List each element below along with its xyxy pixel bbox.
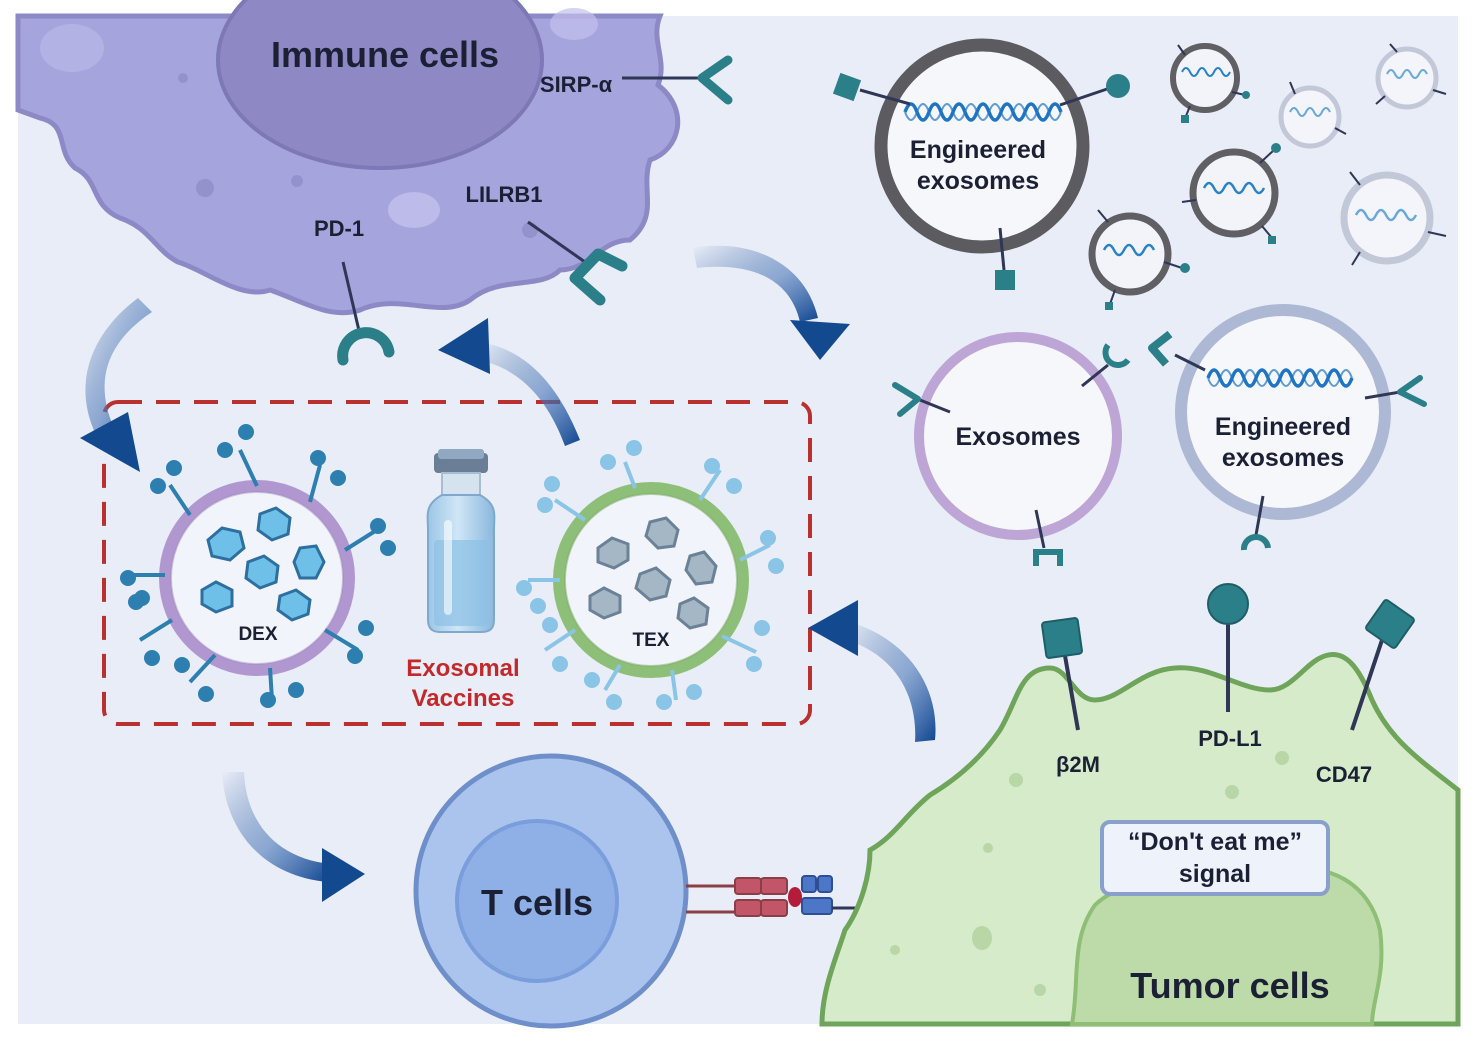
tex-exosome: TEX <box>516 440 784 710</box>
vaccine-vial-icon <box>426 449 496 633</box>
engineered-exosome-large: Engineered exosomes <box>832 38 1130 290</box>
pd1-receptor: PD-1 <box>314 216 395 366</box>
cd47-label: CD47 <box>1316 762 1372 787</box>
small-exosome-cluster <box>1088 43 1447 310</box>
immune-nucleus <box>216 0 544 170</box>
tex-label: TEX <box>633 630 670 651</box>
pd1-label: PD-1 <box>314 216 364 241</box>
dex-exosome: DEX <box>120 424 396 708</box>
immune-cells-label: Immune cells <box>271 34 499 75</box>
dont-eat-me-line1: “Don't eat me” <box>1128 828 1302 856</box>
lilrb1-receptor: LILRB1 <box>466 182 628 306</box>
arrow-tex-to-immune <box>438 318 580 446</box>
sirp-alpha-label: SIRP-α <box>540 72 613 97</box>
tumor-cells-label: Tumor cells <box>1130 965 1329 1006</box>
engineered-exosomes-top-line1: Engineered <box>910 136 1046 164</box>
pdl1-marker: PD-L1 <box>1198 583 1262 751</box>
arrow-tumor-to-tex <box>808 600 936 742</box>
pdl1-label: PD-L1 <box>1198 726 1262 751</box>
exosomes-label: Exosomes <box>955 423 1080 451</box>
arrow-immune-to-dex <box>80 298 152 472</box>
immune-cell: Immune cells <box>15 0 681 316</box>
cd47-marker: CD47 <box>1316 599 1415 787</box>
exosomal-vaccines-line2: Vaccines <box>412 685 515 712</box>
dont-eat-me-line2: signal <box>1179 860 1251 888</box>
b2m-marker: β2M <box>1041 617 1100 777</box>
sirp-alpha-receptor: SIRP-α <box>540 55 733 105</box>
engineered-exosomes-right-line1: Engineered <box>1215 413 1351 441</box>
dex-label: DEX <box>238 624 277 645</box>
exosomal-vaccines-box <box>102 400 812 726</box>
dont-eat-me-signal-box: “Don't eat me” signal <box>1100 820 1330 896</box>
arrow-immune-to-exosomes <box>693 245 850 360</box>
exosome-plain: Exosomes <box>892 332 1131 566</box>
curved-arrows <box>80 245 936 902</box>
engineered-exosomes-right-line2: exosomes <box>1222 444 1344 472</box>
arrow-vaccines-to-tcell <box>222 772 365 902</box>
t-cells-label: T cells <box>481 882 593 923</box>
tcr-mhc-complex <box>686 875 872 917</box>
engineered-exosomes-top-line2: exosomes <box>917 167 1039 195</box>
b2m-label: β2M <box>1056 752 1100 777</box>
engineered-exosome-right: Engineered exosomes <box>1148 304 1427 551</box>
lilrb1-label: LILRB1 <box>466 182 543 207</box>
t-cell: T cells <box>413 753 689 1029</box>
exosomal-vaccines-line1: Exosomal <box>406 655 519 682</box>
